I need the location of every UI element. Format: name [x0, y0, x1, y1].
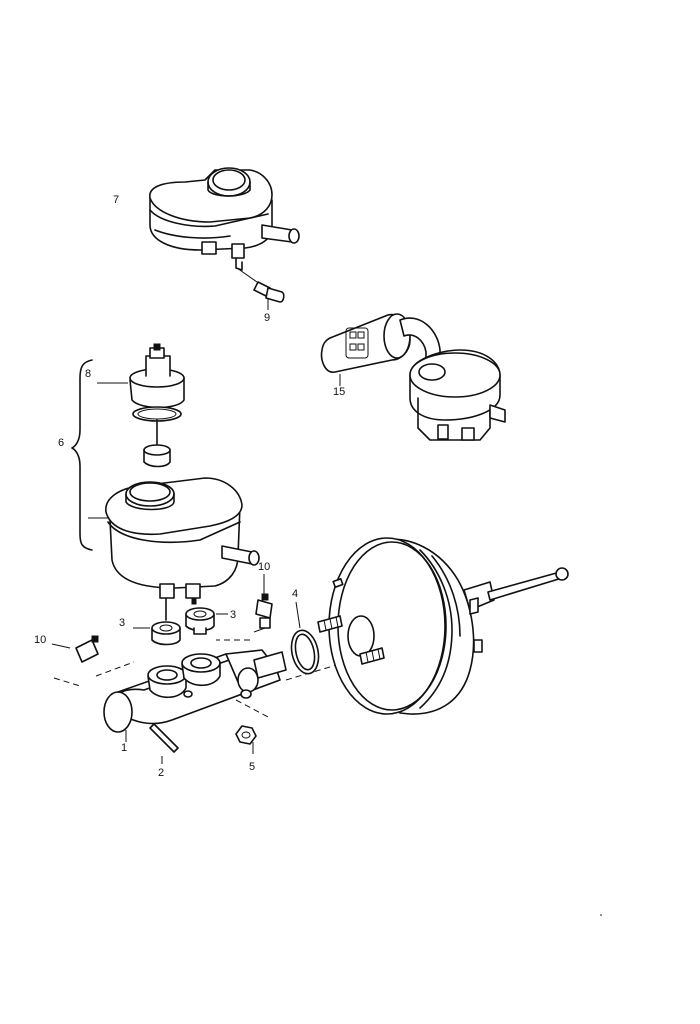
reservoir-cap-8	[97, 343, 185, 468]
seal-grommet-3-left	[133, 597, 181, 646]
callout-15: 15	[333, 386, 345, 398]
callout-3-right: 3	[230, 609, 236, 621]
pressure-sensor-10-right	[253, 574, 273, 633]
callout-10-left: 10	[34, 634, 46, 646]
callout-5: 5	[249, 761, 255, 773]
pressure-sensor-10-left	[51, 635, 135, 687]
callout-2: 2	[158, 767, 164, 779]
master-cylinder	[103, 639, 341, 742]
booster-stud-upper	[317, 615, 343, 633]
callout-10-right: 10	[258, 561, 270, 573]
speck-dot	[600, 914, 602, 916]
o-ring-4	[290, 601, 320, 675]
callout-8: 8	[85, 368, 91, 380]
pin-2	[149, 723, 179, 764]
brake-fluid-reservoir-upper	[149, 167, 300, 271]
booster-stud-lower	[359, 647, 385, 665]
callout-3-left: 3	[119, 617, 125, 629]
callout-4: 4	[292, 588, 298, 600]
vacuum-pump-assembly	[320, 313, 506, 441]
callout-9: 9	[264, 312, 270, 324]
callout-6: 6	[58, 437, 64, 449]
group-bracket-6	[71, 359, 93, 551]
seal-grommet-3-right	[185, 607, 228, 635]
brake-fluid-reservoir-lower	[88, 477, 260, 605]
nut-5	[235, 725, 257, 754]
screw-9	[236, 267, 285, 310]
brake-booster	[317, 537, 569, 715]
callout-1: 1	[121, 742, 127, 754]
callout-7: 7	[113, 194, 119, 206]
